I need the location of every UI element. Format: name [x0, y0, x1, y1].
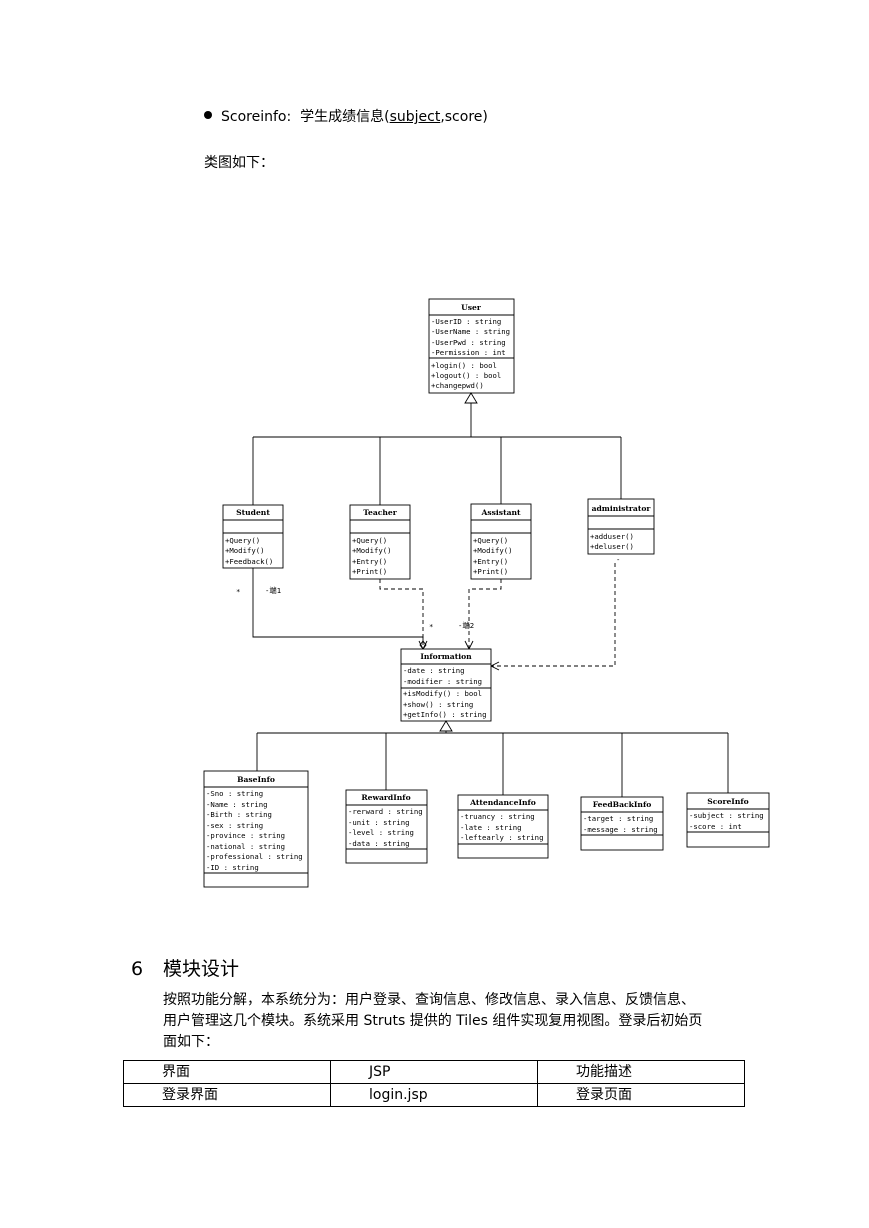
- section-paragraph: 按照功能分解，本系统分为：用户登录、查询信息、修改信息、录入信息、反馈信息、 用…: [163, 990, 753, 1053]
- paragraph-line: 用户管理这几个模块。系统采用 Struts 提供的 Tiles 组件实现复用视图…: [163, 1013, 703, 1029]
- uml-attribute: -data : string: [348, 839, 410, 848]
- uml-feedbackinfo-title: FeedBackInfo: [593, 800, 652, 809]
- uml-student-title: Student: [236, 508, 270, 517]
- table-cell: login.jsp: [330, 1083, 538, 1107]
- bullet-rest: ,score): [440, 109, 488, 125]
- uml-operation: +Entry(): [352, 557, 387, 566]
- uml-attribute: -message : string: [583, 825, 658, 834]
- uml-attribute: -Name : string: [206, 800, 268, 809]
- uml-operation: +Query(): [352, 536, 387, 545]
- uml-attribute: -level : string: [348, 828, 414, 837]
- uml-attribute: -score : int: [689, 822, 742, 831]
- information-multiplicity: *: [429, 622, 433, 631]
- uml-operation: +Query(): [473, 536, 508, 545]
- uml-user-title: User: [461, 303, 482, 312]
- uml-operation: +show() : string: [403, 700, 473, 709]
- administrator-dependency-label: -: [616, 555, 620, 564]
- uml-attribute: -unit : string: [348, 818, 410, 827]
- uml-operation: +Modify(): [225, 546, 265, 555]
- uml-operation: +Modify(): [352, 546, 392, 555]
- uml-operation: +Print(): [352, 567, 387, 576]
- uml-attribute: -rerward : string: [348, 807, 423, 816]
- uml-operation: +changepwd(): [431, 381, 484, 390]
- uml-operation: +Query(): [225, 536, 260, 545]
- uml-rewardinfo-title: RewardInfo: [361, 793, 410, 802]
- uml-operation: +logout() : bool: [431, 371, 501, 380]
- table-cell: 登录界面: [123, 1083, 331, 1107]
- uml-attribute: -late : string: [460, 823, 522, 832]
- uml-operation: +login() : bool: [431, 361, 497, 370]
- uml-administrator-title: administrator: [592, 504, 652, 513]
- uml-operation: +Feedback(): [225, 557, 273, 566]
- bullet-field-subject: subject: [389, 109, 441, 125]
- uml-operation: +deluser(): [590, 542, 634, 551]
- uml-assistant-title: Assistant: [480, 508, 521, 517]
- uml-attribute: -province : string: [206, 831, 285, 840]
- uml-attribute: -UserPwd : string: [431, 338, 506, 347]
- uml-attribute: -truancy : string: [460, 812, 535, 821]
- uml-attribute: -date : string: [403, 666, 465, 675]
- section-title: 模块设计: [163, 958, 240, 980]
- uml-attribute: -target : string: [583, 814, 653, 823]
- table-header-row: 界面 JSP 功能描述: [123, 1060, 745, 1084]
- uml-attribute: -ID : string: [206, 863, 259, 872]
- class-diagram-intro: 类图如下：: [204, 155, 274, 171]
- paragraph-line: 面如下：: [163, 1034, 219, 1050]
- table-row: 登录界面 login.jsp 登录页面: [123, 1083, 745, 1107]
- uml-attribute: -Permission : int: [431, 348, 506, 357]
- bullet-term: Scoreinfo:: [221, 109, 292, 125]
- uml-attribute: -Birth : string: [206, 810, 272, 819]
- uml-information-title: Information: [420, 652, 472, 661]
- uml-scoreinfo-title: ScoreInfo: [707, 797, 748, 806]
- table-header-cell: JSP: [330, 1060, 538, 1084]
- information-end-label: -端2: [458, 621, 474, 630]
- student-multiplicity: *: [236, 587, 240, 596]
- uml-attribute: -national : string: [206, 842, 285, 851]
- section-number: 6: [131, 958, 144, 980]
- table-cell: 登录页面: [537, 1083, 745, 1107]
- uml-attribute: -Sno : string: [206, 789, 263, 798]
- uml-attribute: -UserID : string: [431, 317, 501, 326]
- uml-operation: +adduser(): [590, 532, 634, 541]
- uml-operation: +Modify(): [473, 546, 513, 555]
- uml-baseinfo-title: BaseInfo: [237, 775, 275, 784]
- uml-attribute: -professional : string: [206, 852, 303, 861]
- uml-operation: +Print(): [473, 567, 508, 576]
- bullet-description: 学生成绩信息(: [300, 109, 390, 125]
- uml-attribute: -subject : string: [689, 811, 764, 820]
- bullet-dot-icon: [204, 111, 212, 119]
- table-header-cell: 功能描述: [537, 1060, 745, 1084]
- uml-attribute: -sex : string: [206, 821, 263, 830]
- paragraph-line: 按照功能分解，本系统分为：用户登录、查询信息、修改信息、录入信息、反馈信息、: [163, 992, 695, 1008]
- student-end-label: -端1: [265, 586, 281, 595]
- uml-attendanceinfo-title: AttendanceInfo: [469, 798, 536, 807]
- module-table: 界面 JSP 功能描述 登录界面 login.jsp 登录页面: [123, 1060, 745, 1107]
- table-header-cell: 界面: [123, 1060, 331, 1084]
- uml-teacher-title: Teacher: [363, 508, 398, 517]
- uml-attribute: -modifier : string: [403, 677, 482, 686]
- uml-attribute: -leftearly : string: [460, 833, 543, 842]
- uml-operation: +Entry(): [473, 557, 508, 566]
- uml-class-diagram: User Student Teacher Assistant administr…: [203, 298, 770, 888]
- scoreinfo-bullet: Scoreinfo: 学生成绩信息(subject,score): [204, 108, 488, 126]
- uml-operation: +isModify() : bool: [403, 689, 482, 698]
- uml-operation: +getInfo() : string: [403, 710, 486, 719]
- uml-attribute: -UserName : string: [431, 327, 510, 336]
